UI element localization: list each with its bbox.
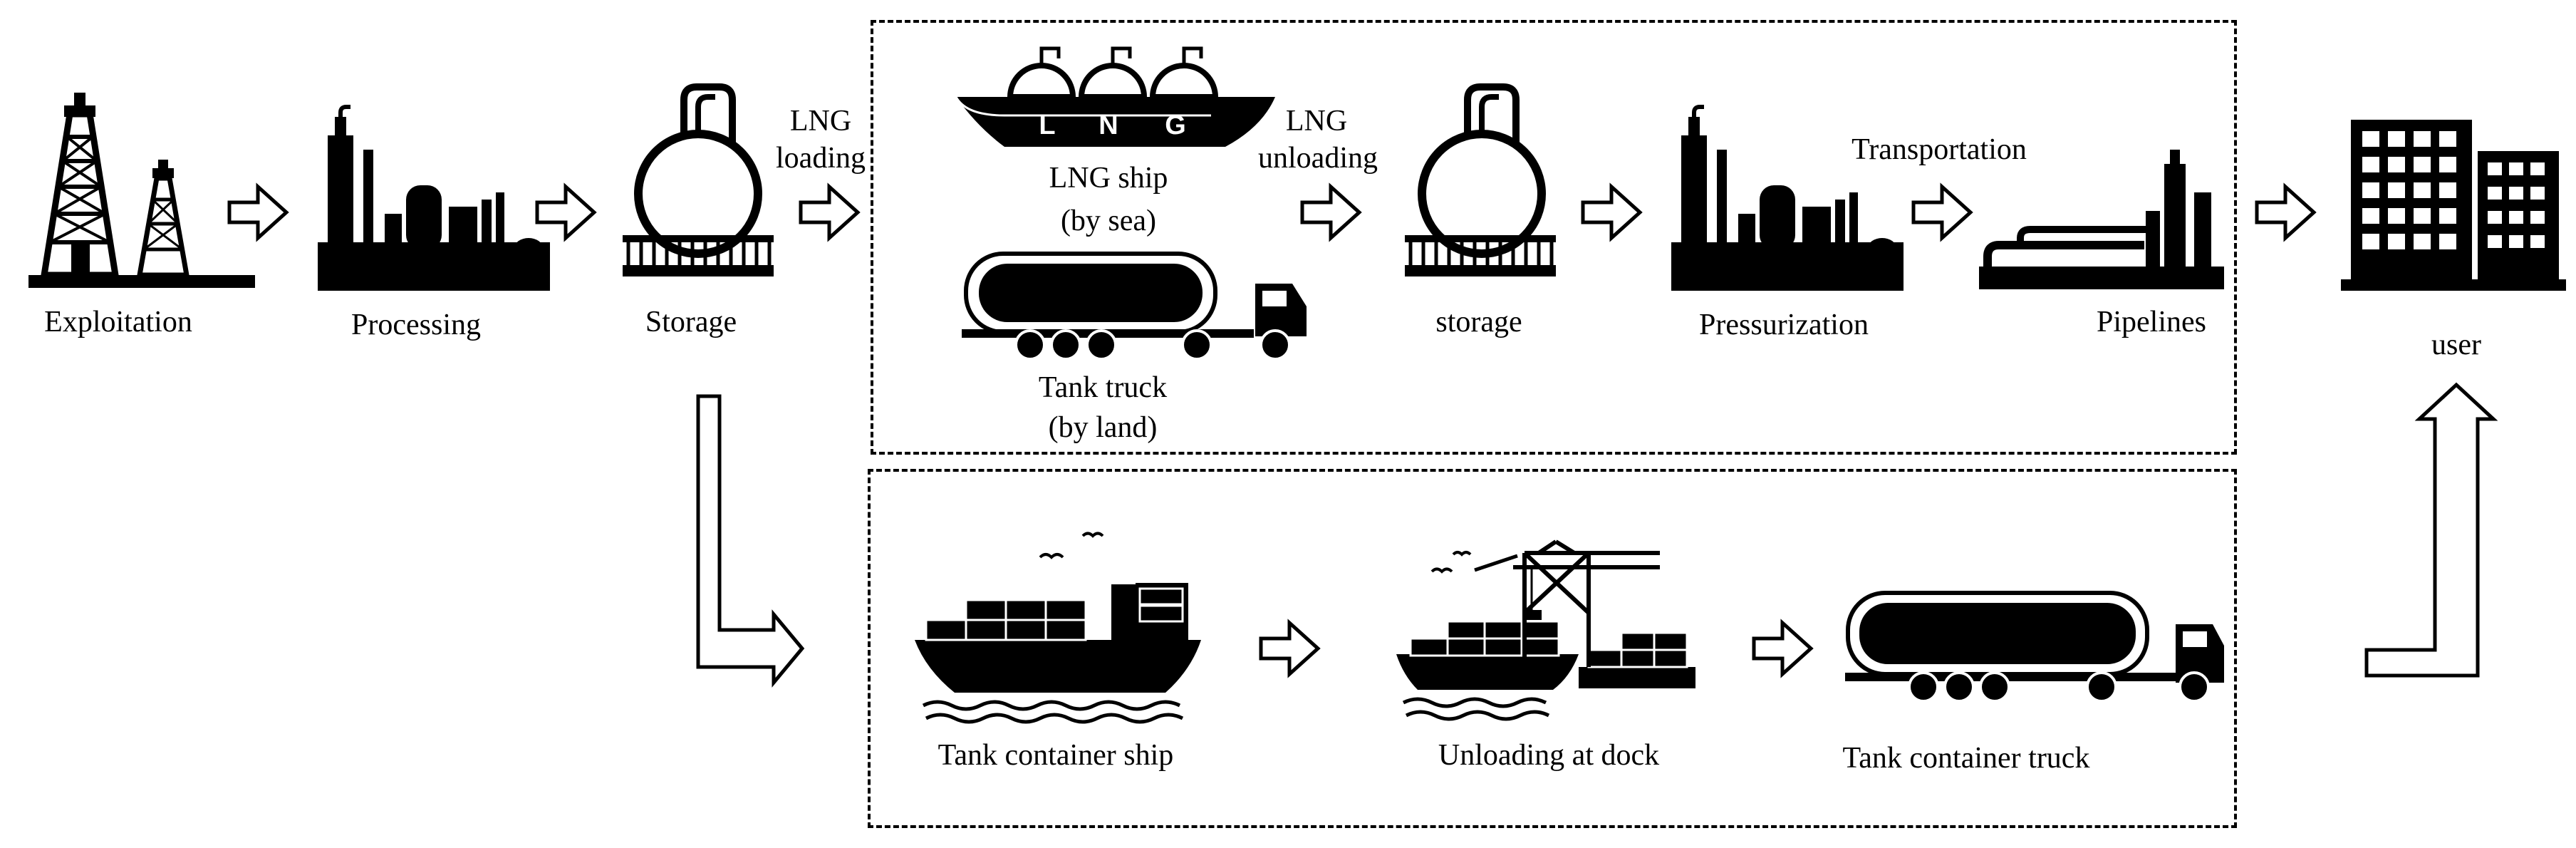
label-processing: Processing [351, 309, 481, 341]
processing-plant-icon [318, 105, 550, 291]
lng-ship-icon [955, 46, 1275, 147]
tank-container-truck-icon [1845, 591, 2224, 703]
label-tank-truck: Tank truck [1038, 371, 1168, 404]
label-pipelines: Pipelines [2097, 306, 2206, 338]
label-user: user [2431, 329, 2481, 361]
storage-tank-icon-2 [1405, 83, 1556, 276]
dock-crane-icon [1396, 539, 1695, 721]
label-lng-loading-1: LNG [789, 105, 852, 138]
pressurization-plant-icon [1671, 105, 1904, 291]
container-to-user-arrow [2364, 382, 2498, 678]
container-route-box [868, 469, 2237, 828]
label-pressurization: Pressurization [1699, 309, 1869, 341]
container-ship-icon [915, 532, 1201, 724]
ship-logo-g: G [1165, 110, 1186, 140]
label-storage-2: storage [1435, 306, 1522, 338]
label-tank-container-ship: Tank container ship [938, 739, 1174, 772]
label-unloading-at-dock: Unloading at dock [1438, 739, 1660, 772]
storage-to-container-arrow [696, 394, 805, 688]
label-by-land: (by land) [1048, 411, 1158, 444]
ship-logo-n: N [1099, 110, 1118, 140]
user-building-icon [2341, 120, 2566, 291]
tank-truck-icon [962, 252, 1307, 361]
label-tank-container-truck: Tank container truck [1842, 742, 2090, 775]
oil-derrick-icon [28, 93, 255, 288]
label-transportation: Transportation [1852, 133, 2027, 166]
pipelines-icon [1979, 150, 2224, 289]
label-lng-loading-2: loading [776, 142, 866, 175]
lng-route-box [871, 20, 2237, 455]
storage-tank-icon [623, 83, 774, 276]
label-lng-unloading-2: unloading [1258, 142, 1378, 175]
label-lng-ship: LNG ship [1049, 162, 1168, 195]
label-by-sea: (by sea) [1060, 205, 1157, 237]
label-storage: Storage [645, 306, 737, 338]
label-exploitation: Exploitation [44, 306, 192, 338]
label-lng-unloading-1: LNG [1285, 105, 1348, 138]
ship-logo-l: L [1039, 110, 1055, 140]
